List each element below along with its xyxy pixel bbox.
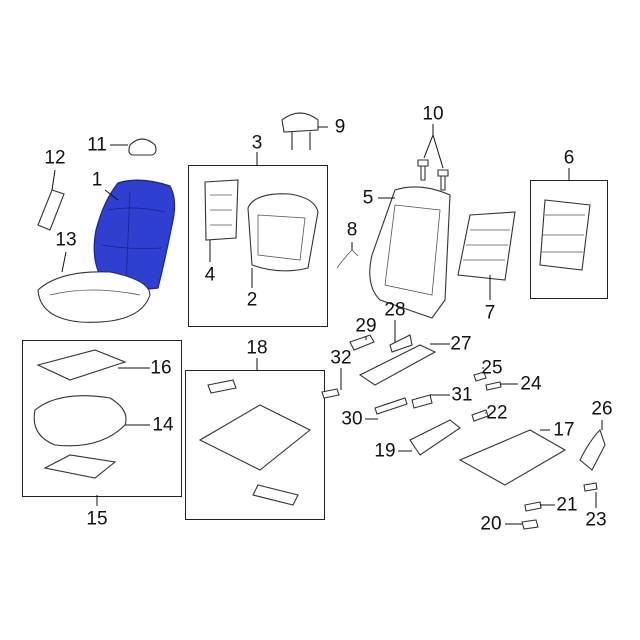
group-box-18 — [185, 370, 325, 520]
callout-8[interactable]: 8 — [346, 219, 358, 241]
callout-15[interactable]: 15 — [86, 508, 108, 530]
part-1-seat-back-cover — [93, 179, 176, 290]
callout-22[interactable]: 22 — [486, 402, 508, 424]
part-21 — [524, 501, 542, 512]
callout-18[interactable]: 18 — [246, 337, 268, 359]
callout-6[interactable]: 6 — [563, 147, 575, 169]
callout-9[interactable]: 9 — [334, 116, 346, 138]
group-box-6 — [530, 180, 608, 299]
part-13 — [37, 271, 151, 323]
part-12 — [37, 189, 65, 231]
callout-5[interactable]: 5 — [362, 187, 374, 209]
group-box-3 — [188, 165, 328, 327]
callout-10[interactable]: 10 — [422, 103, 444, 125]
part-7 — [457, 211, 516, 281]
callout-4[interactable]: 4 — [204, 264, 216, 286]
part-18-track — [198, 404, 312, 471]
part-29 — [349, 334, 375, 351]
part-10b — [437, 169, 449, 191]
callout-13[interactable]: 13 — [55, 229, 77, 251]
callout-31[interactable]: 31 — [451, 384, 473, 406]
leader-lines — [51, 124, 603, 525]
part-28 — [389, 334, 413, 353]
callout-21[interactable]: 21 — [556, 494, 578, 516]
part-20 — [521, 519, 539, 530]
callout-2[interactable]: 2 — [246, 289, 258, 311]
part-23 — [583, 482, 598, 492]
part-24 — [485, 381, 502, 391]
callout-11[interactable]: 11 — [87, 134, 107, 156]
part-25 — [473, 371, 487, 382]
part-32 — [321, 388, 340, 399]
callout-28[interactable]: 28 — [384, 299, 406, 321]
part-15-pan — [43, 454, 117, 479]
part-17 — [458, 429, 567, 486]
callout-16[interactable]: 16 — [150, 357, 172, 379]
callout-30[interactable]: 30 — [341, 408, 363, 430]
callout-17[interactable]: 17 — [553, 419, 575, 441]
part-10a — [417, 159, 429, 181]
callout-3[interactable]: 3 — [251, 132, 263, 154]
part-16 — [36, 349, 127, 381]
callout-19[interactable]: 19 — [374, 440, 396, 462]
part-11 — [128, 138, 157, 156]
callout-23[interactable]: 23 — [585, 509, 607, 531]
part-31 — [411, 394, 433, 409]
part-22 — [471, 409, 489, 422]
callout-7[interactable]: 7 — [484, 302, 496, 324]
group-box-15 — [22, 340, 182, 497]
part-8 — [336, 249, 359, 269]
part-30 — [374, 397, 408, 415]
callout-25[interactable]: 25 — [481, 357, 503, 379]
callout-24[interactable]: 24 — [520, 373, 542, 395]
part-19 — [409, 419, 461, 456]
part-26 — [579, 428, 606, 471]
callout-12[interactable]: 12 — [44, 147, 66, 169]
callout-27[interactable]: 27 — [450, 333, 472, 355]
callout-14[interactable]: 14 — [152, 414, 174, 436]
part-14 — [33, 395, 127, 447]
callout-29[interactable]: 29 — [355, 315, 377, 337]
part-9 — [281, 112, 319, 133]
part-5 — [369, 186, 451, 319]
callout-1[interactable]: 1 — [91, 169, 103, 191]
callout-20[interactable]: 20 — [480, 513, 502, 535]
callout-26[interactable]: 26 — [591, 398, 613, 420]
part-27 — [358, 344, 437, 386]
callout-32[interactable]: 32 — [330, 347, 352, 369]
part-2 — [247, 193, 319, 272]
